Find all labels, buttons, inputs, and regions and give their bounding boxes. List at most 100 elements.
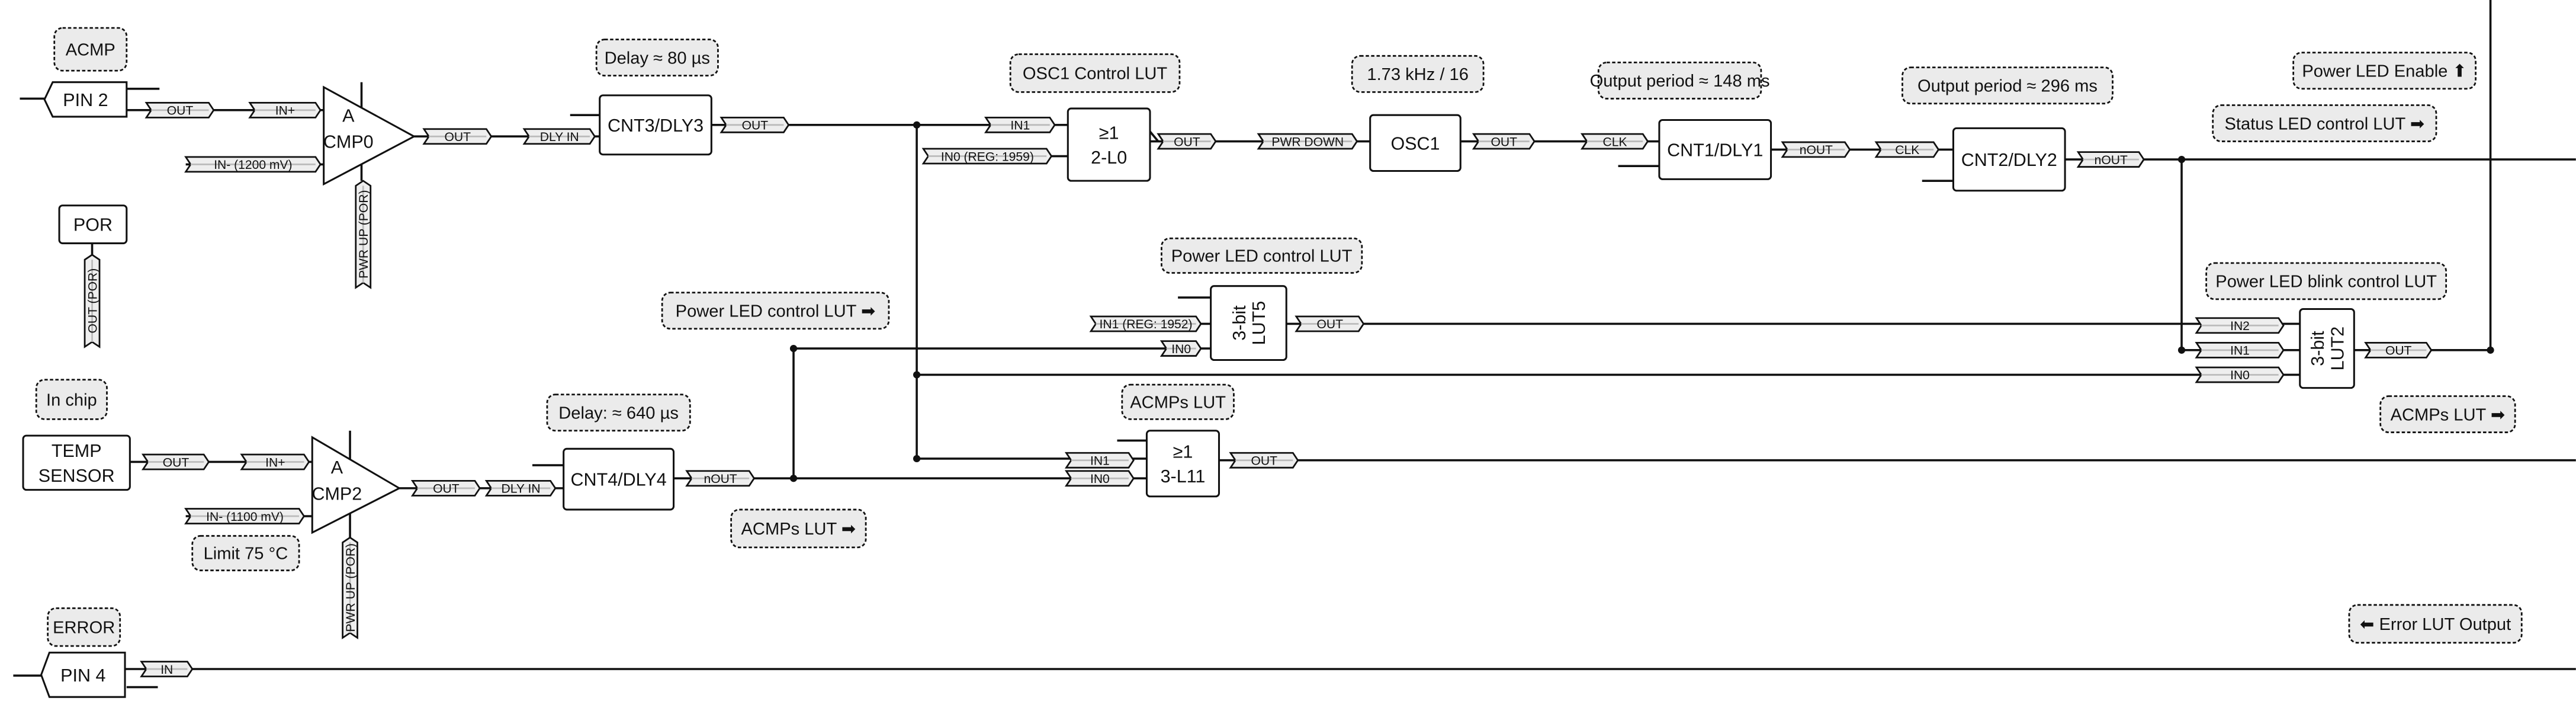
block-label: CNT3/DLY3 — [608, 116, 704, 136]
pin-lut2-in1[interactable]: IN1 — [2195, 341, 2285, 359]
block-cnt3[interactable]: CNT3/DLY3 — [599, 94, 712, 156]
pin-cmp2-out[interactable]: OUT — [410, 480, 481, 497]
block-l11[interactable]: ≥13-L11 — [1145, 430, 1220, 498]
pin-lut5-in0[interactable]: IN0 — [1159, 340, 1202, 357]
note-text: Delay ≈ 80 µs — [605, 49, 710, 68]
block-por[interactable]: POR — [58, 204, 128, 245]
pin-label: PWR UP (POR) — [357, 190, 371, 279]
block-label: SENSOR — [38, 466, 115, 486]
block-label: LUT5 — [1249, 301, 1269, 345]
pin-label: nOUT — [1800, 143, 1833, 157]
comparator-cmp0[interactable]: A CMP0 — [323, 85, 416, 186]
block-cnt4[interactable]: CNT4/DLY4 — [563, 447, 675, 511]
pin-cmp2-pwr[interactable]: PWR UP (POR) — [342, 536, 358, 639]
pin-lut5-in1[interactable]: IN1 (REG: 1952) — [1089, 315, 1202, 332]
pin-l0-out[interactable]: OUT — [1157, 133, 1217, 150]
pin-label: IN0 — [1090, 472, 1110, 486]
junction-dot — [913, 371, 921, 379]
pin-label: OUT — [1316, 318, 1343, 331]
block-label: PIN 4 — [60, 665, 105, 686]
pin-lut5-out[interactable]: OUT — [1295, 315, 1365, 332]
block-cnt2[interactable]: CNT2/DLY2 — [1952, 127, 2066, 192]
pin-osc1-pd[interactable]: PWR DOWN — [1257, 133, 1358, 150]
pin-cnt4-in[interactable]: DLY IN — [484, 480, 557, 497]
block-pin4[interactable]: PIN 4 — [40, 651, 126, 698]
pin-label: IN- (1100 mV) — [206, 510, 284, 524]
block-label: A — [342, 105, 355, 126]
note-text: Status LED control LUT ➡ — [2225, 114, 2425, 133]
pin-label: DLY IN — [540, 130, 579, 144]
pin-label: nOUT — [704, 472, 737, 486]
block-osc1[interactable]: OSC1 — [1369, 114, 1462, 172]
pin-cnt3-out[interactable]: OUT — [720, 116, 790, 133]
pin-cmp0-inm[interactable]: IN- (1200 mV) — [184, 156, 322, 173]
wires — [13, 0, 2576, 689]
pin-label: IN+ — [265, 456, 285, 469]
pin-label: OUT — [742, 119, 769, 133]
block-label: CNT2/DLY2 — [1961, 150, 2057, 170]
pin-label: OUT — [1251, 454, 1278, 468]
pin-l11-in0[interactable]: IN0 — [1064, 470, 1135, 487]
note-in-chip: In chip — [35, 379, 108, 420]
pin-cmp2-inp[interactable]: IN+ — [240, 453, 310, 471]
note-text: Delay: ≈ 640 µs — [558, 404, 679, 423]
pin-cmp0-out[interactable]: OUT — [422, 128, 493, 145]
note-text: Power LED control LUT ➡ — [676, 302, 876, 321]
note-text: ACMPs LUT ➡ — [741, 520, 856, 539]
pin-cnt2-out[interactable]: nOUT — [2076, 151, 2145, 168]
pin-osc1-out[interactable]: OUT — [1472, 133, 1536, 150]
pin-label: IN1 (REG: 1952) — [1100, 318, 1193, 331]
block-label: 3-L11 — [1161, 466, 1206, 487]
note-delay-cnt3: Delay ≈ 80 µs — [595, 39, 719, 76]
block-cnt1[interactable]: CNT1/DLY1 — [1658, 119, 1772, 180]
block-label: OSC1 — [1390, 133, 1440, 153]
pin-label: IN1 — [2230, 344, 2250, 358]
pin-cnt1-clk[interactable]: CLK — [1580, 133, 1649, 150]
block-label: CMP0 — [323, 132, 374, 152]
pin-label: nOUT — [2095, 153, 2128, 167]
block-label: LUT2 — [2327, 327, 2347, 371]
pin-cmp2-inm[interactable]: IN- (1100 mV) — [184, 508, 306, 524]
pin-cmp0-inp[interactable]: IN+ — [248, 101, 322, 119]
pin-l11-out[interactable]: OUT — [1229, 452, 1299, 469]
pin-label: CLK — [1603, 135, 1627, 149]
block-label: ≥1 — [1099, 123, 1119, 143]
note-error-lut-output: ⬅ Error LUT Output — [2348, 604, 2523, 644]
pin-cnt4-out[interactable]: nOUT — [685, 470, 756, 487]
block-label: CNT4/DLY4 — [571, 470, 667, 490]
pin-lut2-in2[interactable]: IN2 — [2195, 317, 2285, 334]
pin-label: OUT — [163, 456, 189, 469]
pin-temp-out[interactable]: OUT — [141, 453, 210, 471]
pin-cnt2-clk[interactable]: CLK — [1874, 141, 1940, 158]
note-status-led-lut: Status LED control LUT ➡ — [2212, 104, 2437, 142]
block-pin2[interactable]: PIN 2 — [43, 81, 128, 118]
note-text: Power LED Enable ⬆ — [2302, 62, 2466, 81]
pin-l0-in1[interactable]: IN1 — [984, 116, 1056, 133]
note-text: ACMPs LUT ➡ — [2391, 405, 2506, 424]
pin-por-out[interactable]: OUT (POR) — [83, 254, 101, 348]
pin-l0-in0[interactable]: IN0 (REG: 1959) — [921, 148, 1053, 165]
pin-label: PWR DOWN — [1271, 135, 1344, 149]
pin-label: IN1 — [1090, 454, 1110, 468]
pin-lut2-in0[interactable]: IN0 — [2195, 366, 2285, 383]
note-acmps-lut-right: ACMPs LUT ➡ — [2379, 395, 2516, 433]
note-power-led-lut-arrow: Power LED control LUT ➡ — [661, 292, 890, 330]
pin-l11-in1[interactable]: IN1 — [1064, 452, 1135, 469]
pin-lut2-out[interactable]: OUT — [2364, 341, 2433, 359]
pin-cnt1-out[interactable]: nOUT — [1781, 141, 1851, 158]
note-power-led-enable: Power LED Enable ⬆ — [2292, 52, 2477, 90]
note-power-led-lut: Power LED control LUT — [1161, 237, 1363, 274]
pin-pin4-in[interactable]: IN — [140, 661, 194, 677]
note-osc1-ctrl-lut: OSC1 Control LUT — [1009, 53, 1181, 93]
pin-cmp0-pwr[interactable]: PWR UP (POR) — [355, 180, 372, 290]
block-l0[interactable]: ≥12-L0 — [1067, 107, 1151, 182]
pin-cnt3-in[interactable]: DLY IN — [522, 128, 596, 145]
pin-pin2-out[interactable]: OUT — [144, 101, 215, 119]
note-error: ERROR — [47, 607, 121, 647]
